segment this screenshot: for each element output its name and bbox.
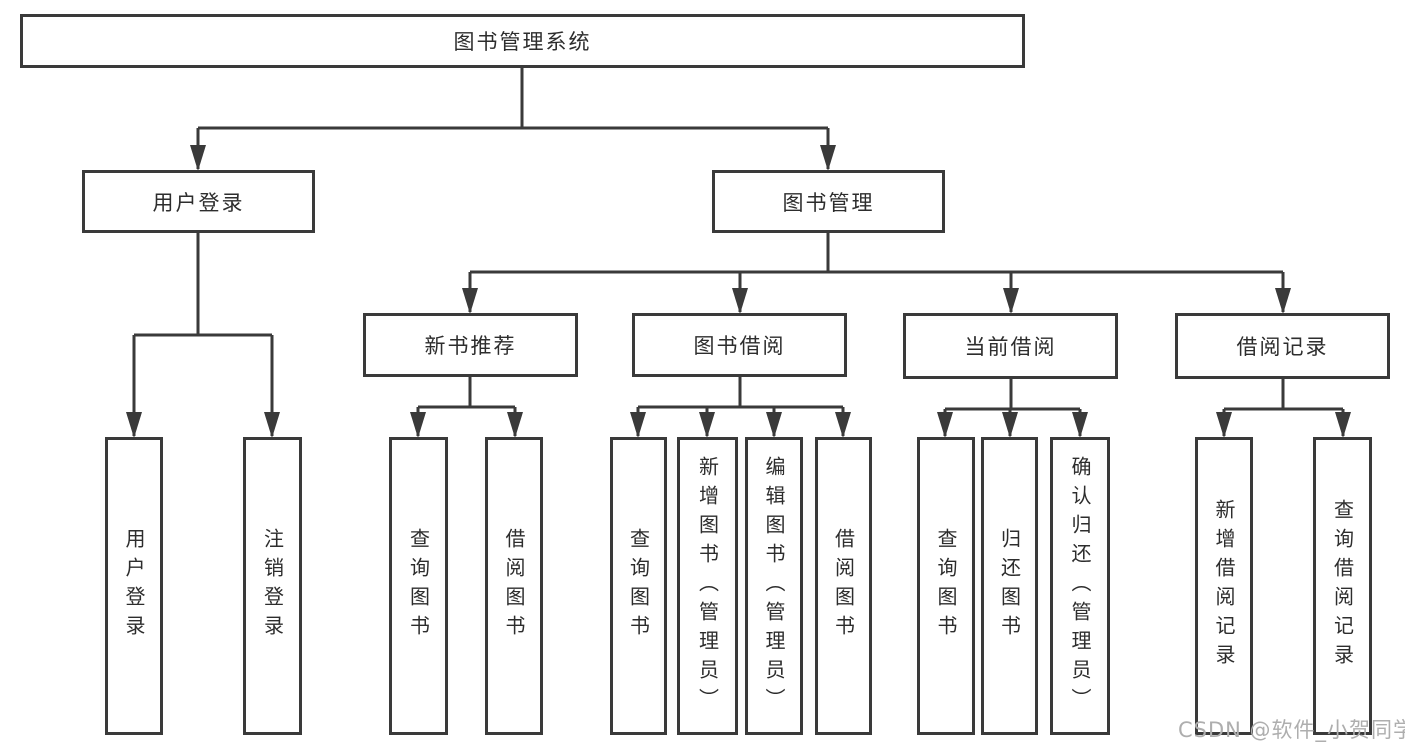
leaf-add-book-admin: 新增图书（管理员） [677, 437, 738, 735]
node-library-management-system: 图书管理系统 [20, 14, 1025, 68]
leaf-query-borrow-record: 查询借阅记录 [1313, 437, 1372, 735]
leaf-add-borrow-record: 新增借阅记录 [1195, 437, 1253, 735]
node-book-borrowing: 图书借阅 [632, 313, 847, 377]
leaf-return-book: 归还图书 [981, 437, 1038, 735]
node-user-login-group: 用户登录 [82, 170, 315, 233]
node-book-management: 图书管理 [712, 170, 945, 233]
leaf-borrow-books-recommend: 借阅图书 [485, 437, 543, 735]
node-new-book-recommendation: 新书推荐 [363, 313, 578, 377]
leaf-query-books-borrowing: 查询图书 [610, 437, 667, 735]
leaf-borrow-books: 借阅图书 [815, 437, 872, 735]
leaf-confirm-return-admin: 确认归还（管理员） [1050, 437, 1110, 735]
leaf-edit-book-admin: 编辑图书（管理员） [745, 437, 803, 735]
leaf-query-books-recommend: 查询图书 [389, 437, 448, 735]
node-borrowing-records: 借阅记录 [1175, 313, 1390, 379]
csdn-watermark: CSDN @软件_小贺同学 [1178, 718, 1405, 742]
leaf-query-books-current: 查询图书 [917, 437, 975, 735]
node-current-borrowing: 当前借阅 [903, 313, 1118, 379]
leaf-user-login: 用户登录 [105, 437, 163, 735]
leaf-logout: 注销登录 [243, 437, 302, 735]
